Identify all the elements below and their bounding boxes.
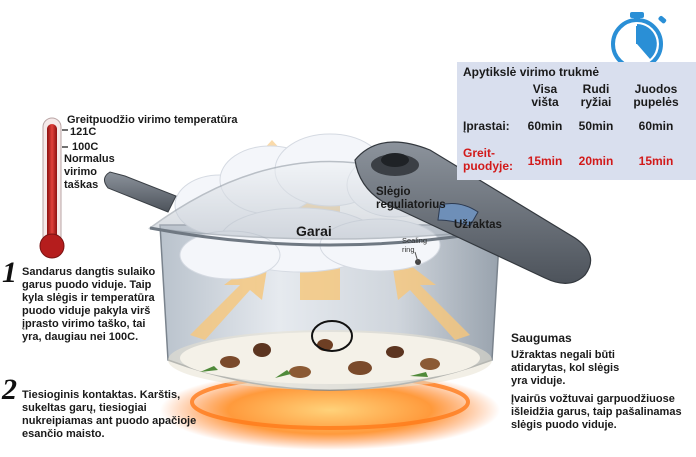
pressure-regulator-icon [371, 153, 419, 176]
table-cell: 50min [578, 119, 614, 133]
cooking-time-table: Apytikslė virimo trukmė Visa vištа Rudi … [457, 62, 696, 180]
note-number: 1 [2, 256, 17, 289]
low-temperature: 100C [72, 141, 99, 153]
safety-title: Saugumas [511, 331, 572, 345]
row-label-highlight: Greit-puodyje: [463, 146, 513, 173]
burner-glow [160, 370, 500, 450]
column-header: Visa vištа [531, 82, 559, 109]
normal-boiling-label: Normalus virimo taškas [64, 153, 115, 191]
column-header: Juodos pupelės [633, 82, 679, 109]
thermometer-icon [39, 117, 68, 259]
food [180, 332, 480, 384]
stopwatch-icon [611, 12, 667, 70]
lock-label: Užraktas [454, 219, 502, 231]
high-temperature: 121C [70, 126, 97, 138]
note1-text: Sandarus dangtis sulaiko garus puodo vid… [22, 266, 156, 343]
note-number: 2 [2, 373, 17, 406]
table-cell: 60min [527, 119, 563, 133]
column-header: Rudi ryžiai [580, 82, 612, 109]
table-cell: 15min [527, 154, 563, 168]
table-cell: 20min [578, 154, 614, 168]
note2-text: Tiesioginis kontaktas. Karštis, sukeltas… [22, 389, 197, 440]
sealing-ring-label: Sealing ring [402, 236, 428, 254]
left-handle [104, 171, 177, 213]
contact-highlight-circle [311, 320, 353, 352]
table-cell: 15min [638, 154, 674, 168]
thermometer-title: Greitpuodžio virimo temperatūra [67, 114, 238, 126]
regulator-label: Slėgio reguliatorius [376, 186, 446, 211]
safety-text-lock: Užraktas negali būti atidarytas, kol slė… [511, 349, 620, 387]
lock-button [437, 203, 479, 227]
steam-label: Garai [296, 223, 332, 239]
safety-text-valves: Įvairūs vožtuvai garpuodžiuose išleidžia… [511, 393, 682, 431]
table-cell: 60min [638, 119, 674, 133]
row-label: Įprastai: [463, 119, 510, 133]
table-title: Apytikslė virimo trukmė [463, 65, 600, 79]
